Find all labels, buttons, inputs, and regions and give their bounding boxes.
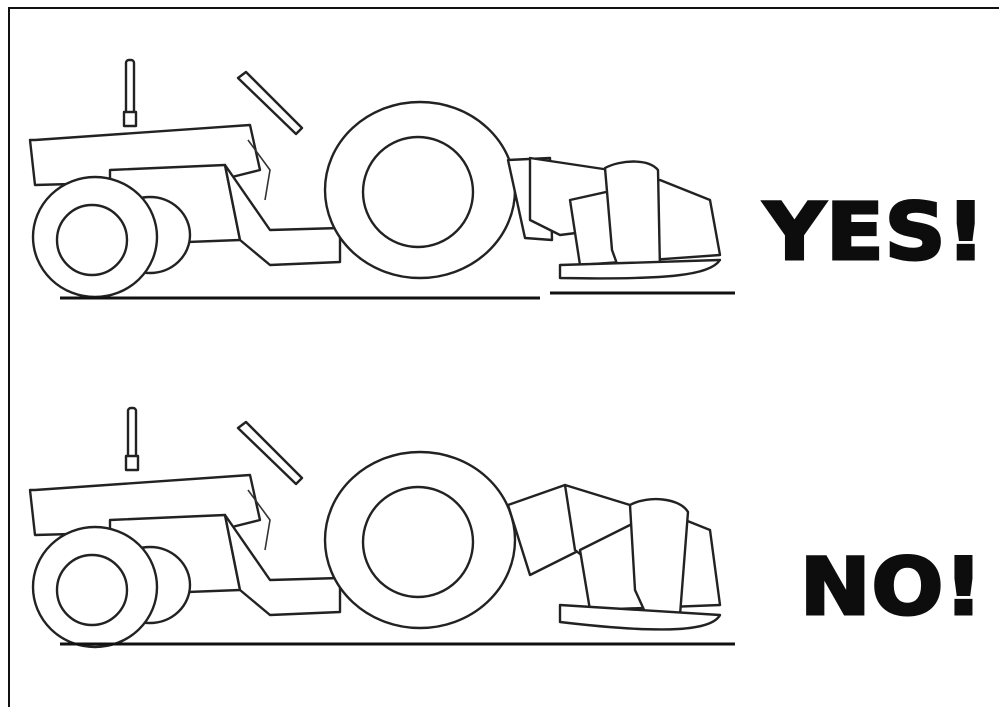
seat-mount	[247, 489, 271, 551]
steering-wheel	[236, 70, 304, 136]
tractor-body	[28, 58, 517, 299]
front-hub	[55, 553, 129, 627]
tractor-panel-incorrect	[20, 400, 740, 700]
rear-hub	[361, 485, 475, 599]
mower-cover	[603, 160, 662, 274]
seat-mount	[247, 139, 271, 201]
verdict-yes-label: YES!	[762, 187, 986, 280]
mower-deck-level	[506, 156, 722, 280]
verdict-no-label: NO!	[798, 542, 984, 635]
mower-cover	[628, 497, 690, 617]
mower-skid	[558, 258, 722, 280]
exhaust-stack	[124, 58, 136, 120]
mower-deck-tilted	[506, 483, 722, 631]
tractor-diagram-level	[28, 58, 735, 300]
tractor-diagram-tilted	[28, 406, 735, 649]
frame-rail	[223, 163, 342, 267]
tractor-panel-correct	[20, 50, 740, 350]
tractor-body	[28, 406, 517, 649]
rear-hub	[361, 135, 475, 249]
exhaust-base	[122, 110, 138, 128]
exhaust-stack	[126, 406, 138, 462]
mower-skid	[558, 603, 722, 631]
exhaust-base	[124, 454, 140, 472]
figure-frame	[8, 7, 999, 707]
frame-rail	[223, 513, 342, 617]
steering-wheel	[236, 420, 304, 486]
front-hub	[55, 203, 129, 277]
